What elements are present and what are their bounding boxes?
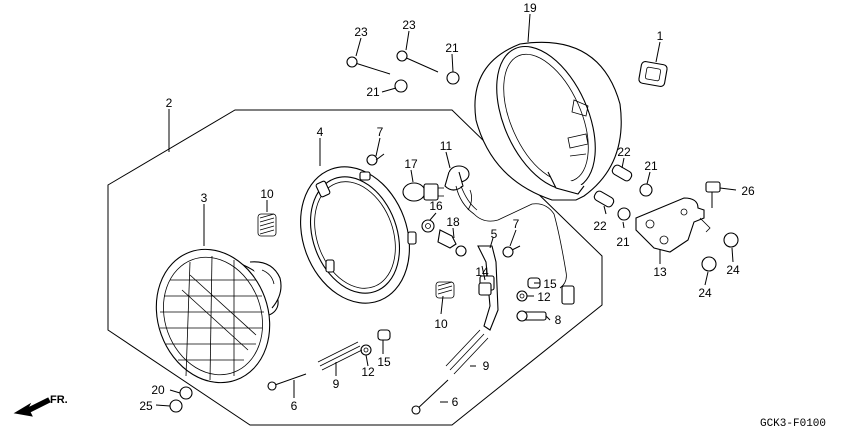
callout-23-left: 23 <box>354 25 368 39</box>
screw-upper <box>366 153 385 166</box>
adjust-spring-right <box>445 329 489 375</box>
adjust-screw-left <box>267 373 307 391</box>
screw-25 <box>169 399 183 413</box>
nut-24-right <box>723 232 739 248</box>
screw-lower <box>502 245 521 258</box>
callout-25: 25 <box>139 399 153 413</box>
callout-15-lower: 15 <box>377 355 391 369</box>
headlight-bulb <box>402 182 444 202</box>
callout-5: 5 <box>491 227 498 241</box>
headlight-case <box>474 41 622 201</box>
callout-7-lower: 7 <box>513 217 520 231</box>
nut-21-b <box>446 71 460 85</box>
callout-6-left: 6 <box>291 399 298 413</box>
mount-bracket <box>635 197 711 253</box>
callout-13: 13 <box>653 265 667 279</box>
nut-right <box>516 290 528 302</box>
nut-lower <box>360 344 372 356</box>
callout-18: 18 <box>446 215 460 229</box>
cap-nut-lower <box>377 329 391 341</box>
callout-4: 4 <box>317 125 324 139</box>
leader-lines <box>155 13 737 407</box>
grommet <box>638 60 668 88</box>
callout-7-upper: 7 <box>377 125 384 139</box>
callout-9-right: 9 <box>483 359 490 373</box>
bolt <box>516 310 547 322</box>
callout-12-right: 12 <box>537 290 551 304</box>
callout-17: 17 <box>404 157 418 171</box>
callout-23-right: 23 <box>402 18 416 32</box>
diagram-code: GCK3-F0100 <box>760 418 826 430</box>
callout-11: 11 <box>440 139 453 153</box>
callout-21-d: 21 <box>616 235 630 249</box>
callout-8: 8 <box>555 313 562 327</box>
collar <box>478 282 492 296</box>
bulb-socket <box>444 165 575 305</box>
callout-9-left: 9 <box>333 377 340 391</box>
front-direction-arrow: FR. <box>13 394 68 417</box>
callout-3: 3 <box>201 191 208 205</box>
bolt-26 <box>705 181 721 208</box>
callout-16: 16 <box>429 199 443 213</box>
callout-21-c: 21 <box>644 159 658 173</box>
callout-19: 19 <box>523 1 537 15</box>
assembly-outline <box>107 109 603 426</box>
collar-22-lower <box>593 190 615 208</box>
callout-12-lower: 12 <box>361 365 375 379</box>
bulb-holder <box>437 229 467 257</box>
callout-22-upper: 22 <box>617 145 631 159</box>
callout-20: 20 <box>151 383 165 397</box>
callout-6-right: 6 <box>452 395 459 409</box>
callout-14: 14 <box>475 265 489 279</box>
nut-21-c <box>639 183 653 197</box>
callout-21-b: 21 <box>366 85 380 99</box>
position-bulb <box>421 219 435 233</box>
front-direction-label: FR. <box>50 394 68 406</box>
adjust-spring-left <box>317 341 363 371</box>
callout-1: 1 <box>657 29 664 43</box>
callout-26: 26 <box>741 184 755 198</box>
headlight-rim <box>300 166 417 304</box>
bolt-23-right <box>396 50 439 73</box>
callout-10-lower: 10 <box>434 317 448 331</box>
nut-24-lower <box>701 256 717 272</box>
headlight-unit <box>155 248 282 384</box>
nut-21-d <box>617 207 631 221</box>
callout-24-right: 24 <box>726 263 740 277</box>
callouts: 1 2 3 4 5 6 6 7 7 8 9 9 10 10 11 12 12 1… <box>139 1 755 413</box>
nut-21-a <box>394 79 408 93</box>
collar-22-upper <box>611 164 633 182</box>
callout-24-lower: 24 <box>698 286 712 300</box>
screw-20 <box>179 386 193 400</box>
callout-2: 2 <box>166 96 173 110</box>
bolt-23-left <box>346 56 391 75</box>
callout-10-upper: 10 <box>260 187 274 201</box>
spring-lower <box>435 281 455 299</box>
spring-upper <box>257 213 277 237</box>
callout-22-lower: 22 <box>593 219 607 233</box>
callout-15-right: 15 <box>543 277 557 291</box>
callout-21-a: 21 <box>445 41 459 55</box>
adjust-screw-right <box>411 379 449 415</box>
